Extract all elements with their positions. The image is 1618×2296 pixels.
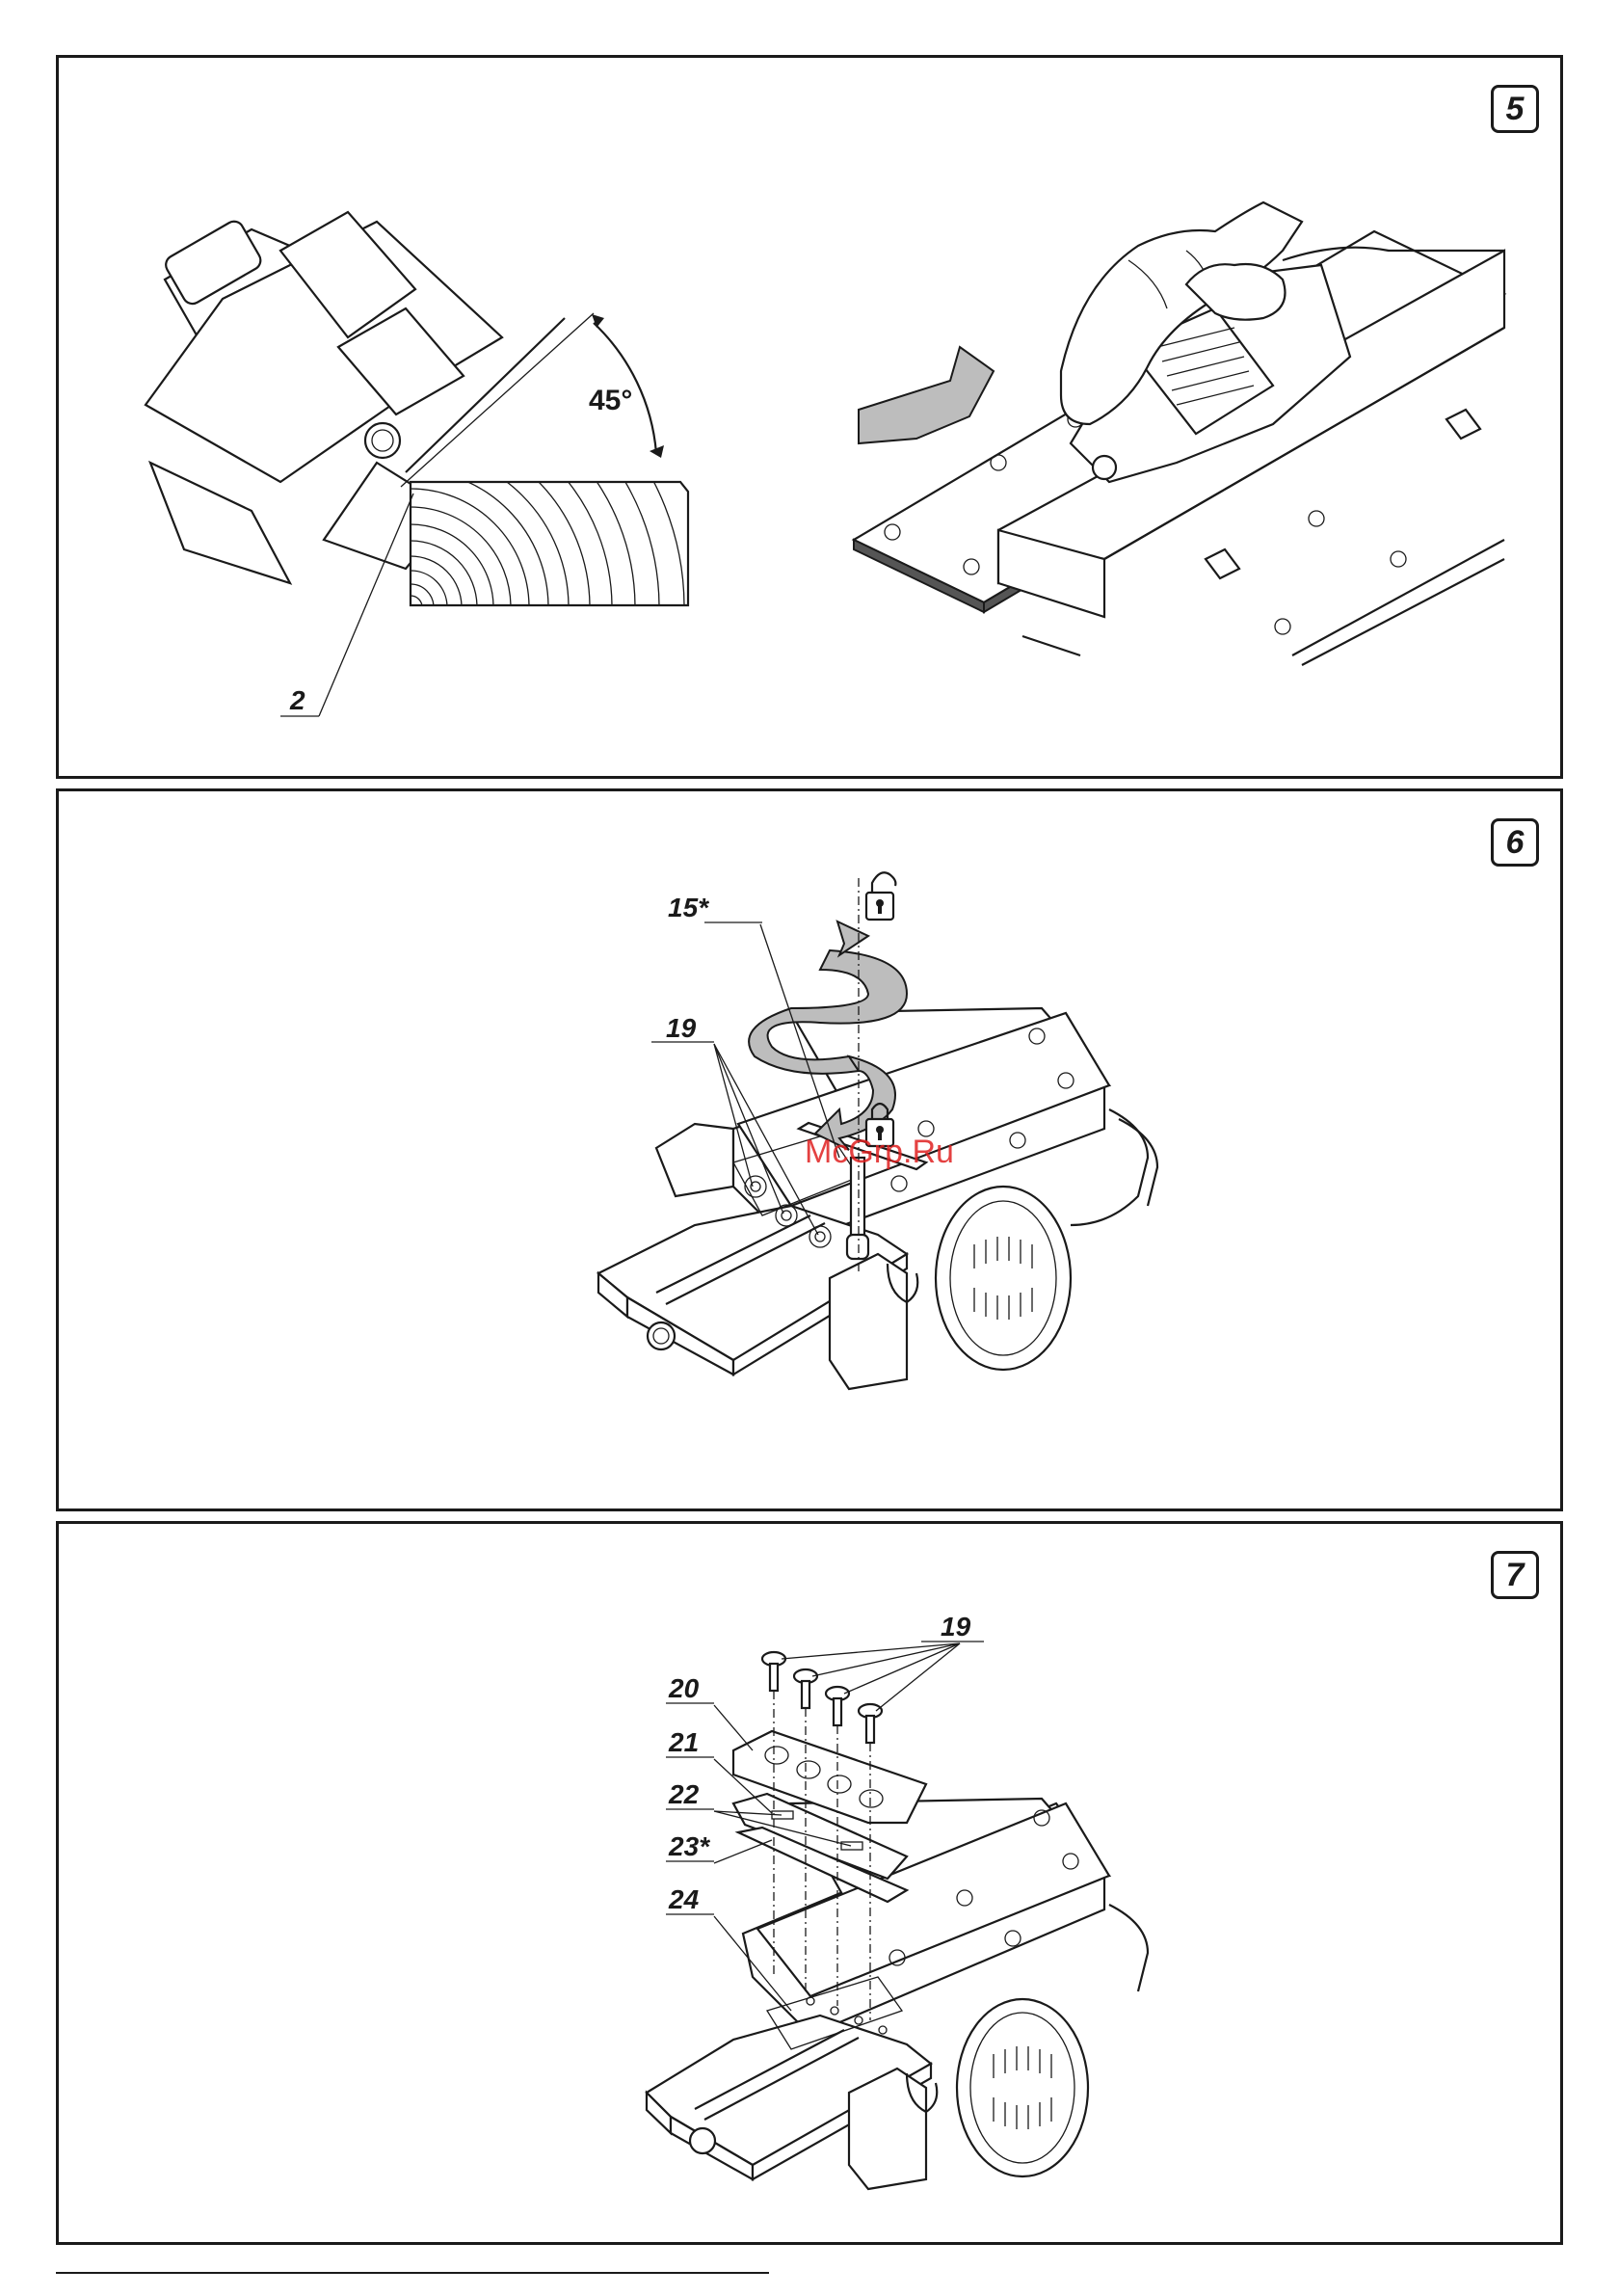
svg-text:23*: 23*	[668, 1831, 710, 1861]
figure-6-illustration: 15* 19 McGrp.Ru	[59, 791, 1560, 1508]
lock-open-icon	[866, 872, 895, 920]
svg-text:24: 24	[668, 1884, 700, 1914]
planer-machine-drawing	[598, 1008, 1157, 1389]
svg-text:19: 19	[666, 1013, 697, 1043]
svg-text:15*: 15*	[668, 893, 709, 922]
watermark: McGrp.Ru	[805, 1134, 954, 1170]
angle-label: 45°	[589, 385, 632, 416]
svg-text:22: 22	[668, 1779, 700, 1809]
figure-5-panel: 5 45°	[56, 55, 1563, 779]
svg-text:2: 2	[289, 685, 305, 715]
callout-19: 19	[782, 1612, 984, 1711]
figure-6-panel: 6	[56, 788, 1563, 1511]
screws-group	[762, 1652, 882, 1743]
footer-rule	[56, 2272, 769, 2274]
svg-text:21: 21	[668, 1727, 699, 1757]
figure-5-illustration: 45°	[59, 58, 1560, 776]
direction-arrow-icon	[859, 347, 994, 443]
figure-7-panel: 7	[56, 1521, 1563, 2245]
svg-text:20: 20	[668, 1673, 700, 1703]
svg-text:19: 19	[941, 1612, 971, 1642]
figure-7-illustration: 19 20 21 22 23* 24	[59, 1524, 1560, 2242]
